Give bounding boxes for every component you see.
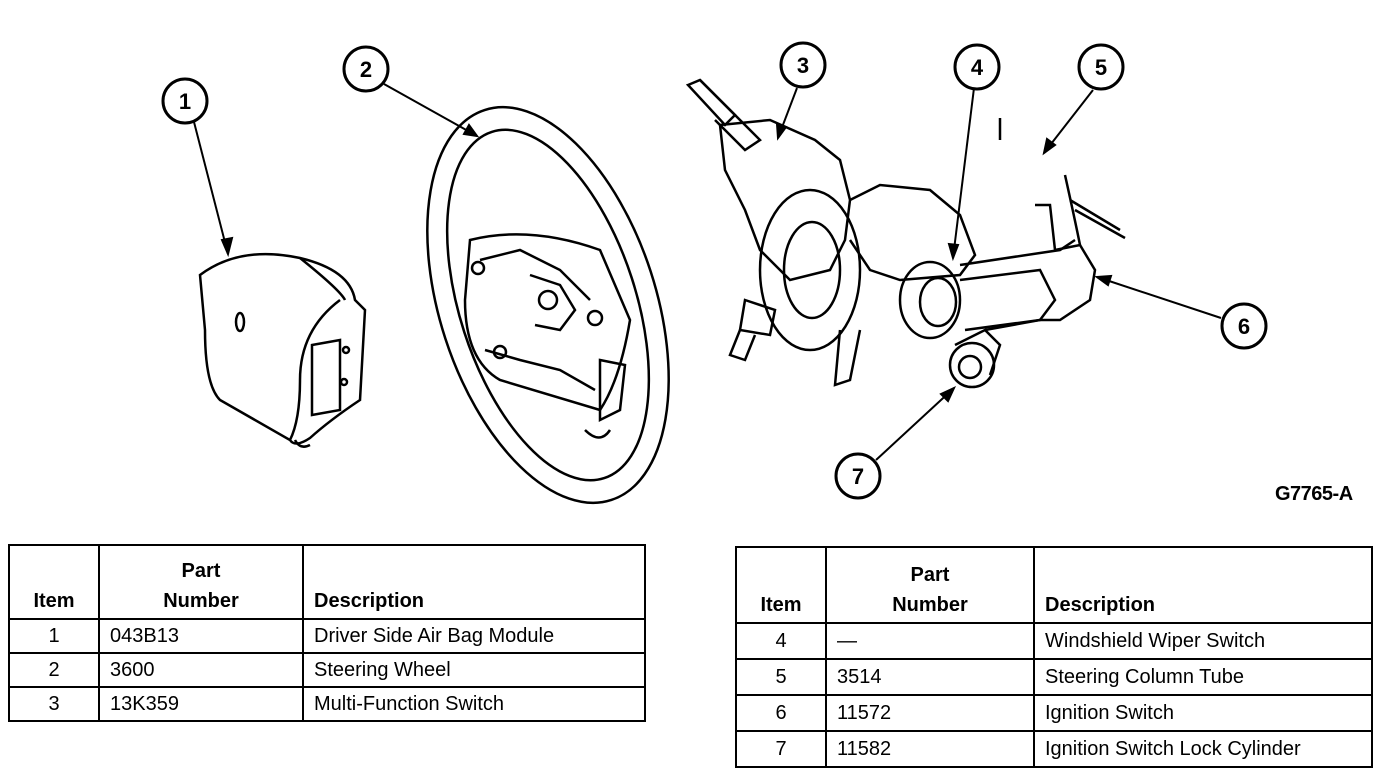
row-description: Steering Column Tube <box>1033 658 1373 696</box>
callout-5-label: 5 <box>1095 55 1107 80</box>
table-row: 1 043B13 Driver Side Air Bag Module <box>8 618 646 654</box>
header-item: Item <box>735 546 827 624</box>
row-description: Ignition Switch <box>1033 694 1373 732</box>
row-part-number: 11582 <box>825 730 1035 768</box>
figure-code: G7765-A <box>1275 483 1353 505</box>
header-part-number-line2: Number <box>892 594 968 616</box>
exploded-view-diagram: 1 2 3 4 5 6 7 <box>161 41 1268 505</box>
table-row: 4 — Windshield Wiper Switch <box>735 622 1373 660</box>
row-description: Ignition Switch Lock Cylinder <box>1033 730 1373 768</box>
callout-1: 1 <box>161 77 209 125</box>
steering-column-assembly-illustration <box>685 78 1126 389</box>
row-item: 6 <box>735 694 827 732</box>
row-item: 1 <box>8 618 100 654</box>
steering-wheel-illustration <box>426 105 670 505</box>
air-bag-module-illustration <box>198 252 367 448</box>
table-header-row: Item Part Number Description <box>8 544 646 620</box>
row-item: 5 <box>735 658 827 696</box>
row-item: 7 <box>735 730 827 768</box>
callout-3-label: 3 <box>797 53 809 78</box>
row-description: Windshield Wiper Switch <box>1033 622 1373 660</box>
callout-4: 4 <box>953 43 1001 91</box>
parts-table-left: Item Part Number Description 1 043B13 Dr… <box>8 544 646 722</box>
callout-7: 7 <box>834 452 882 500</box>
header-part-number-line2: Number <box>163 590 239 612</box>
row-part-number: 3514 <box>825 658 1035 696</box>
leader-lines <box>193 83 1222 461</box>
table-row: 5 3514 Steering Column Tube <box>735 658 1373 696</box>
header-part-number-line1: Part <box>181 560 221 582</box>
row-part-number: — <box>825 622 1035 660</box>
table-row: 2 3600 Steering Wheel <box>8 652 646 688</box>
header-description: Description <box>302 544 646 620</box>
callout-2-label: 2 <box>360 57 372 82</box>
table-row: 7 11582 Ignition Switch Lock Cylinder <box>735 730 1373 768</box>
callout-4-label: 4 <box>971 55 984 80</box>
row-description: Driver Side Air Bag Module <box>302 618 646 654</box>
row-item: 4 <box>735 622 827 660</box>
row-description: Steering Wheel <box>302 652 646 688</box>
header-part-number: Part Number <box>825 546 1035 624</box>
callout-1-label: 1 <box>179 89 191 114</box>
parts-table-right: Item Part Number Description 4 — Windshi… <box>735 546 1373 768</box>
row-part-number: 11572 <box>825 694 1035 732</box>
table-row: 6 11572 Ignition Switch <box>735 694 1373 732</box>
row-item: 2 <box>8 652 100 688</box>
row-item: 3 <box>8 686 100 722</box>
row-part-number: 3600 <box>98 652 304 688</box>
callout-5: 5 <box>1077 43 1125 91</box>
table-header-row: Item Part Number Description <box>735 546 1373 624</box>
callout-6-label: 6 <box>1238 314 1250 339</box>
table-row: 3 13K359 Multi-Function Switch <box>8 686 646 722</box>
header-description: Description <box>1033 546 1373 624</box>
header-part-number: Part Number <box>98 544 304 620</box>
callout-6: 6 <box>1220 302 1268 350</box>
row-part-number: 043B13 <box>98 618 304 654</box>
header-part-number-line1: Part <box>910 564 950 586</box>
row-description: Multi-Function Switch <box>302 686 646 722</box>
callout-2: 2 <box>342 45 390 93</box>
header-item: Item <box>8 544 100 620</box>
callout-3: 3 <box>779 41 827 89</box>
row-part-number: 13K359 <box>98 686 304 722</box>
callout-7-label: 7 <box>852 464 864 489</box>
